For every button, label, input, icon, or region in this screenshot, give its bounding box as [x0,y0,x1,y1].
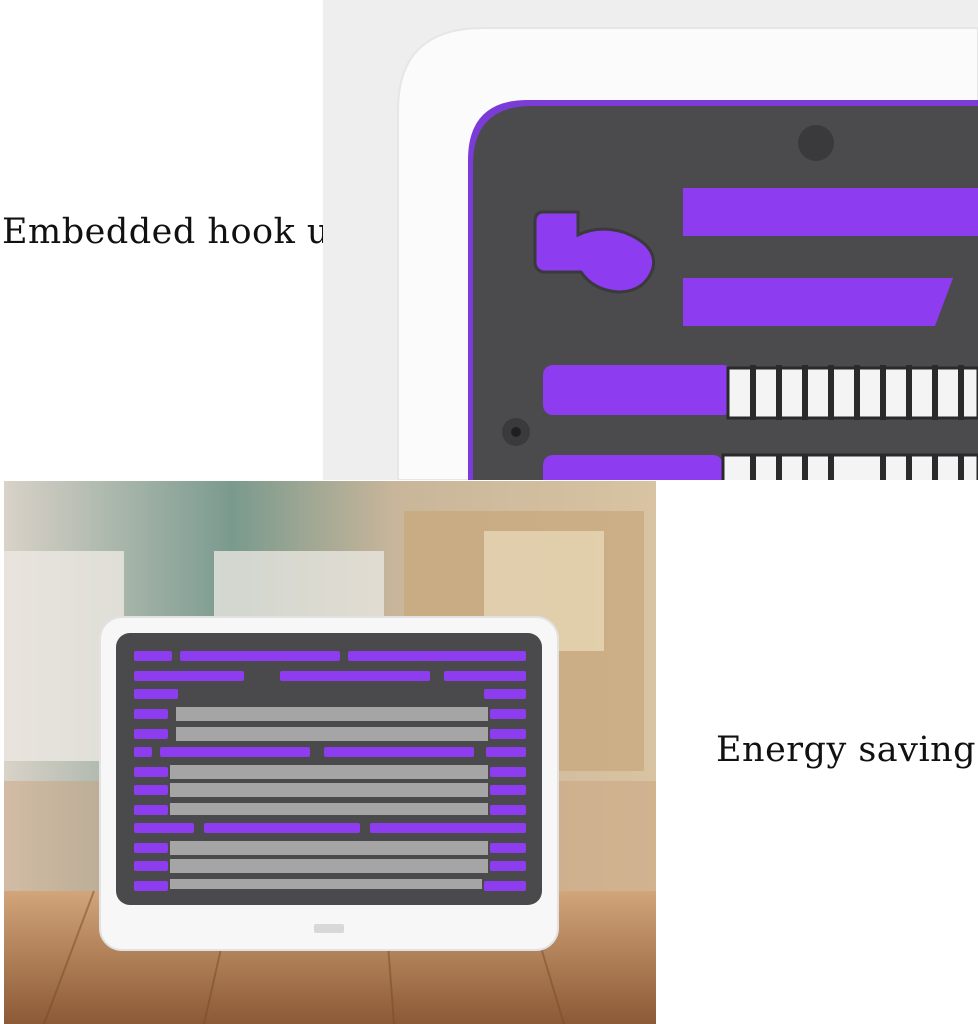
closeup-illustration [323,0,978,480]
caption-embedded-hook: Embedded hook up [2,212,353,252]
lamp-photo [4,481,656,1024]
closeup-photo [323,0,978,480]
lamp-illustration [4,481,656,1024]
caption-energy-saving: Energy saving [716,730,977,770]
